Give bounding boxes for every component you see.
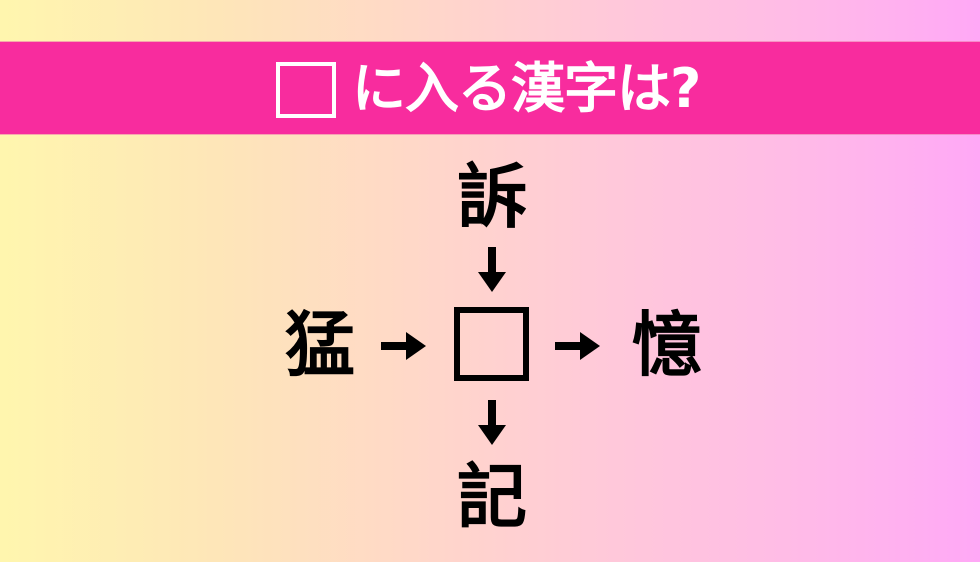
answer-blank-box	[454, 307, 529, 381]
blank-square-icon	[276, 62, 336, 118]
kanji-left: 猛	[285, 304, 355, 386]
arrow-down-icon	[477, 400, 507, 446]
arrow-right-icon	[381, 331, 427, 361]
arrow-right-icon	[555, 331, 601, 361]
kanji-top: 訴	[457, 156, 527, 238]
kanji-right: 憶	[632, 304, 702, 386]
kanji-bottom: 記	[457, 456, 527, 538]
arrow-down-icon	[477, 247, 507, 293]
header-bar	[0, 42, 980, 134]
header-title: に入る漢字は?	[352, 57, 701, 120]
